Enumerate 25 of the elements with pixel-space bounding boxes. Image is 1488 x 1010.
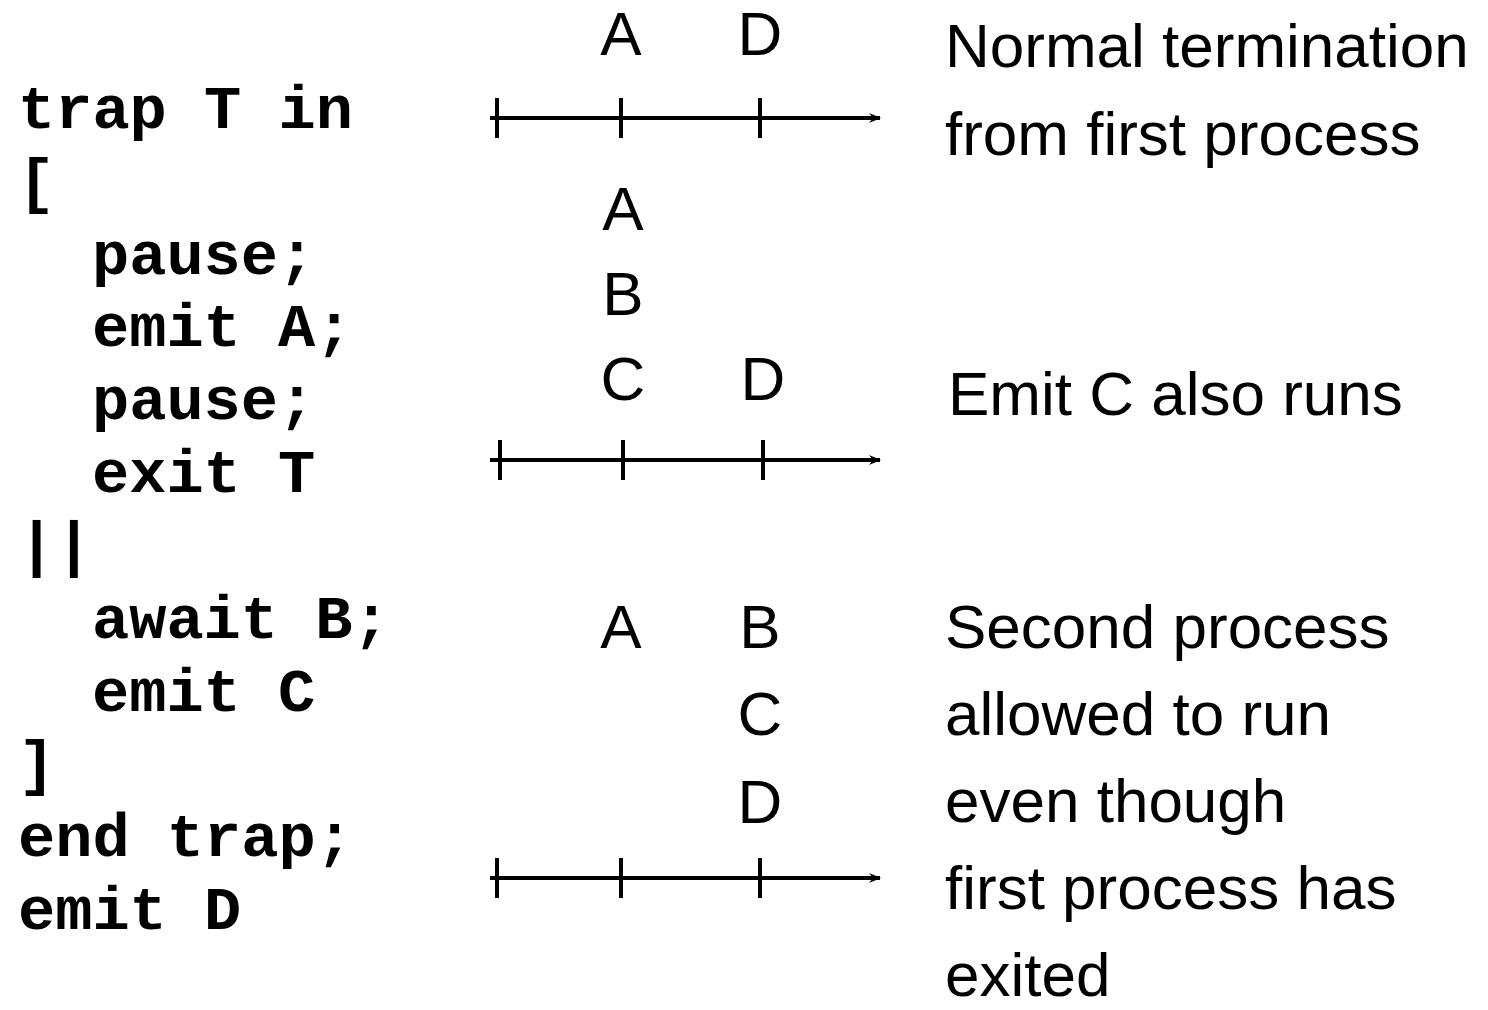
event-label: D	[739, 348, 787, 410]
code-line: emit C	[92, 664, 316, 726]
event-label: B	[601, 263, 645, 325]
event-label: A	[599, 3, 643, 65]
code-line: [	[18, 154, 56, 216]
event-label: B	[738, 596, 782, 658]
code-line: ||	[18, 517, 93, 579]
event-label: A	[599, 596, 643, 658]
note-text: Second process allowed to run even though first process has exited	[945, 591, 1397, 1010]
code-line: pause;	[92, 227, 316, 289]
event-label: A	[601, 178, 645, 240]
event-label: D	[736, 3, 784, 65]
note-text: Emit C also runs	[948, 363, 1404, 425]
event-label: D	[736, 771, 784, 833]
note-text: Normal termination from first process	[945, 10, 1470, 170]
code-line: ]	[18, 736, 56, 798]
code-line: emit A;	[92, 299, 353, 361]
event-label: C	[599, 348, 647, 410]
code-line: exit T	[92, 445, 316, 507]
code-line: trap T in	[18, 81, 353, 143]
code-line: await B;	[92, 591, 390, 653]
code-line: end trap;	[18, 809, 353, 871]
code-line: pause;	[92, 372, 316, 434]
code-line: emit D	[18, 882, 242, 944]
event-label: C	[736, 683, 784, 745]
